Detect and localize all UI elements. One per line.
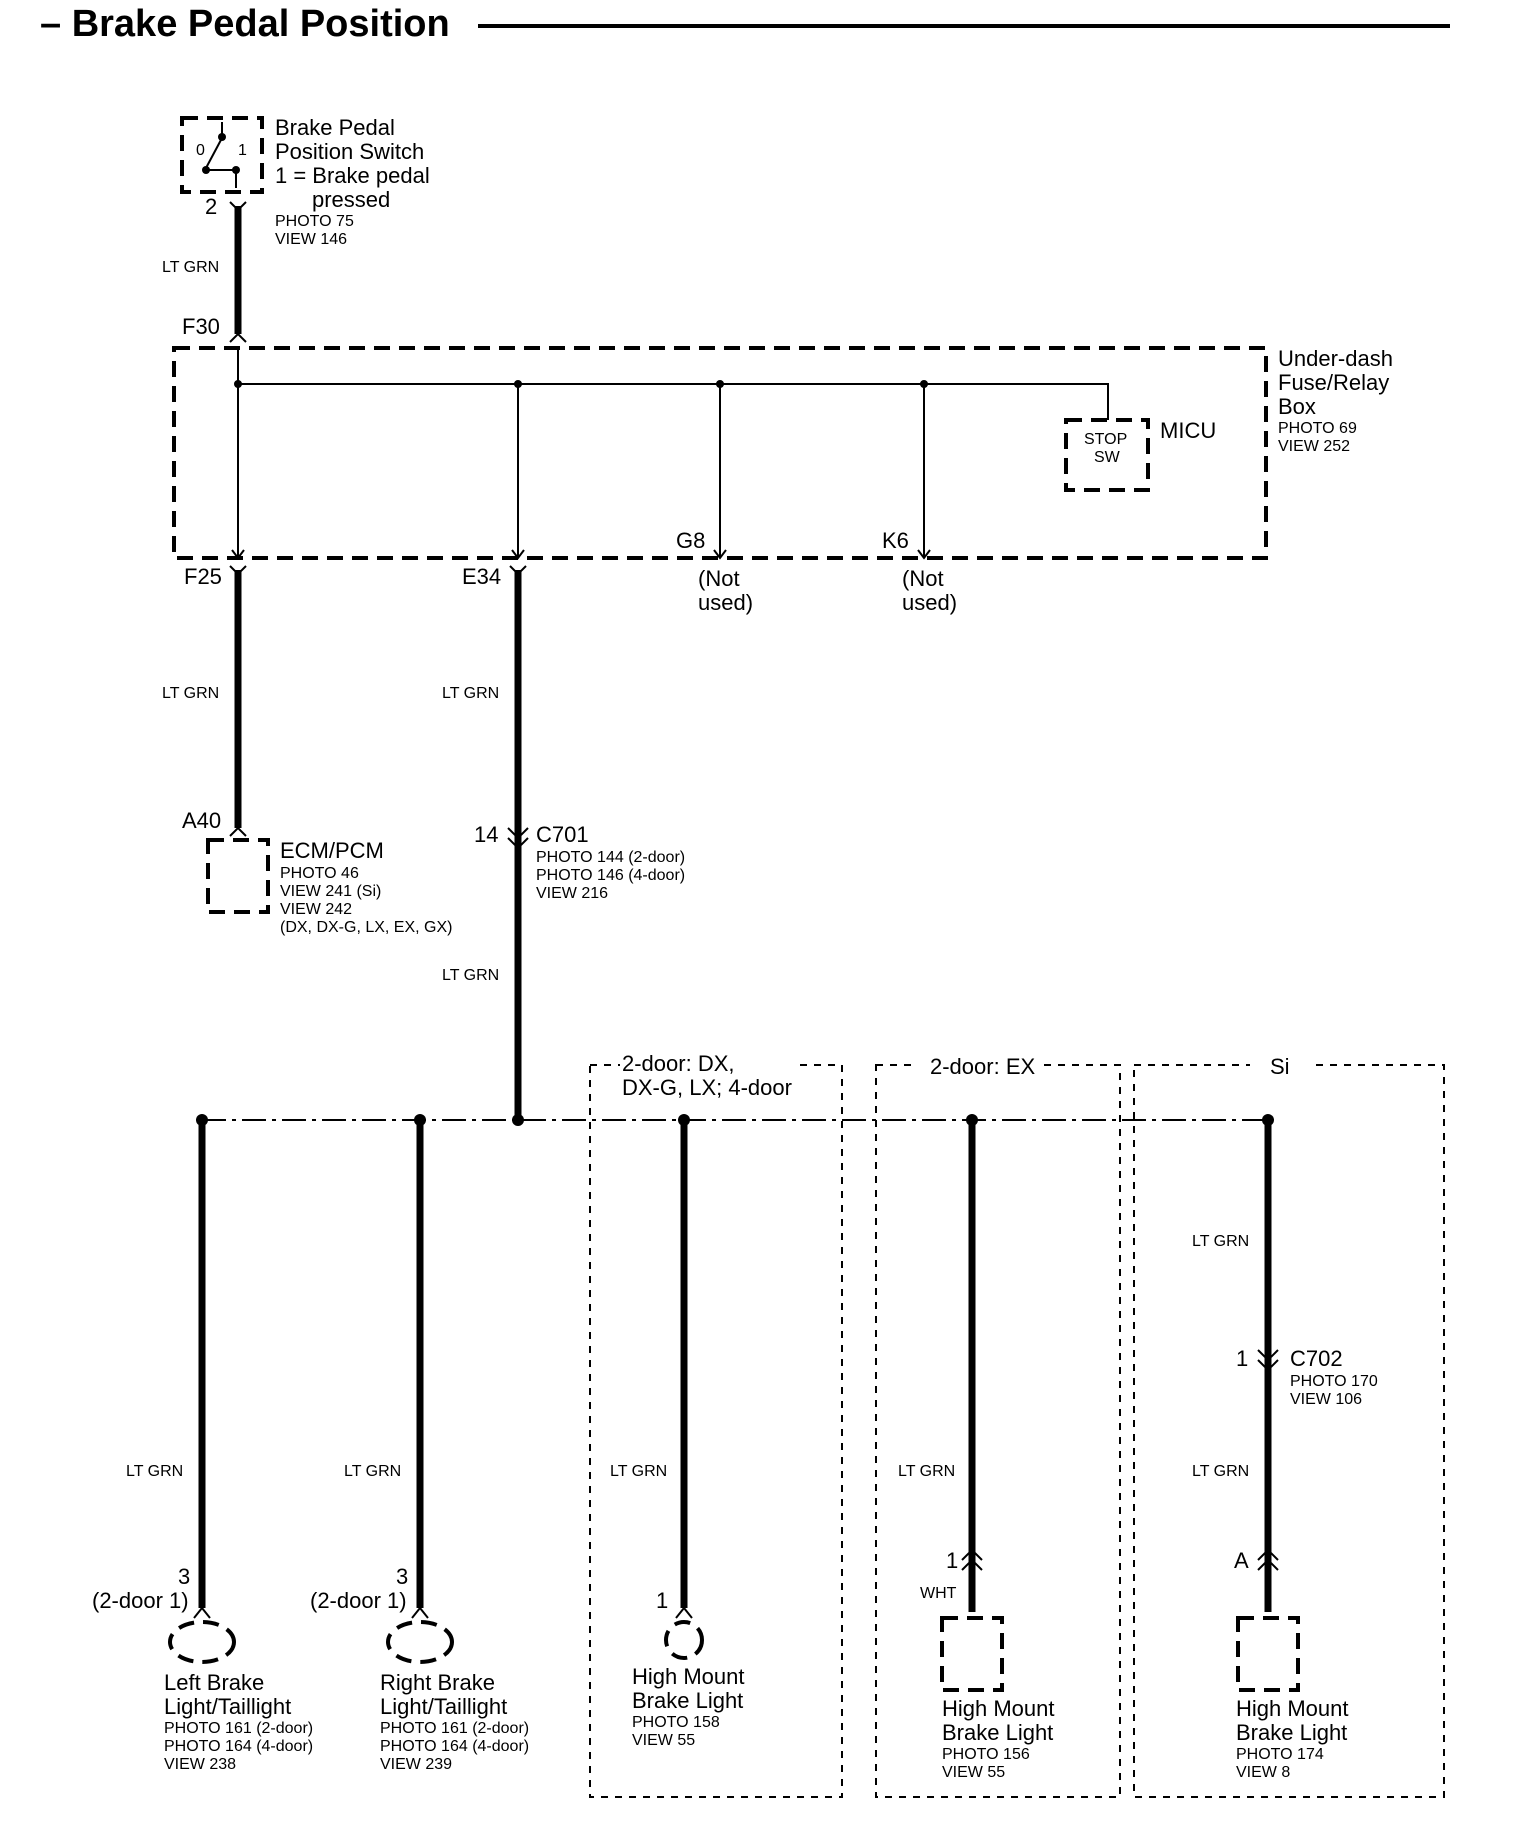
group-box-ex [875, 1064, 1121, 1798]
g8-not-used-1: (Not [698, 566, 740, 591]
hm2-box [940, 1616, 1004, 1692]
group-si-label: Si [1270, 1054, 1290, 1079]
hm3-photo: PHOTO 174 [1236, 1746, 1324, 1763]
ecm-name: ECM/PCM [280, 838, 384, 863]
page-title: – Brake Pedal Position [40, 3, 450, 45]
fuse-input-pin: F30 [182, 314, 220, 339]
wire-color-si-1: LT GRN [1192, 1233, 1249, 1250]
ecm-view-2: VIEW 242 [280, 901, 352, 918]
switch-note-2: pressed [312, 187, 390, 212]
left-photo-2: PHOTO 164 (4-door) [164, 1738, 313, 1755]
fuse-box-view: VIEW 252 [1278, 438, 1350, 455]
switch-note-1: 1 = Brake pedal [275, 163, 430, 188]
hm2-name-1: High Mount [942, 1696, 1055, 1721]
fuse-box-name-2: Fuse/Relay [1278, 370, 1389, 395]
switch-name-2: Position Switch [275, 139, 424, 164]
ecm-view-3: (DX, DX-G, LX, EX, GX) [280, 919, 452, 936]
g8-not-used-2: used) [698, 590, 753, 615]
hm2-pin: 1 [946, 1548, 958, 1573]
hm3-name-1: High Mount [1236, 1696, 1349, 1721]
hm1-name-2: Brake Light [632, 1688, 743, 1713]
switch-name-1: Brake Pedal [275, 115, 395, 140]
output-k6: K6 [882, 528, 909, 553]
c701-pin: 14 [474, 822, 498, 847]
wire-color-left: LT GRN [126, 1463, 183, 1480]
micu-stop-1: STOP [1084, 431, 1127, 448]
right-name-2: Light/Taillight [380, 1694, 507, 1719]
output-f25: F25 [184, 564, 222, 589]
wire-color-c701: LT GRN [442, 967, 499, 984]
fuse-box-name-1: Under-dash [1278, 346, 1393, 371]
wire-color-e34: LT GRN [442, 685, 499, 702]
wire-color-right: LT GRN [344, 1463, 401, 1480]
c702-pin: 1 [1236, 1346, 1248, 1371]
wire-color-hm2: LT GRN [898, 1463, 955, 1480]
switch-photo: PHOTO 75 [275, 213, 354, 230]
wire-color-hm1: LT GRN [610, 1463, 667, 1480]
hm3-name-2: Brake Light [1236, 1720, 1347, 1745]
output-g8: G8 [676, 528, 705, 553]
left-brake-light-bulb [168, 1620, 236, 1664]
left-pin-alt: (2-door 1) [92, 1588, 189, 1613]
ecm-pin: A40 [182, 808, 221, 833]
ecm-view-1: VIEW 241 (Si) [280, 883, 381, 900]
hm2-photo: PHOTO 156 [942, 1746, 1030, 1763]
group-dx-label-2: DX-G, LX; 4-door [622, 1075, 792, 1100]
right-name-1: Right Brake [380, 1670, 495, 1695]
group-ex-label: 2-door: EX [930, 1054, 1035, 1079]
right-view: VIEW 239 [380, 1756, 452, 1773]
switch-view: VIEW 146 [275, 231, 347, 248]
fuse-box-photo: PHOTO 69 [1278, 420, 1357, 437]
left-name-1: Left Brake [164, 1670, 264, 1695]
micu-stop-sw [1064, 418, 1150, 492]
right-photo-2: PHOTO 164 (4-door) [380, 1738, 529, 1755]
c701-photo-1: PHOTO 144 (2-door) [536, 849, 685, 866]
ecm-photo: PHOTO 46 [280, 865, 359, 882]
k6-not-used-1: (Not [902, 566, 944, 591]
hm1-photo: PHOTO 158 [632, 1714, 720, 1731]
right-pin-alt: (2-door 1) [310, 1588, 407, 1613]
c702-photo: PHOTO 170 [1290, 1373, 1378, 1390]
hm2-wht: WHT [920, 1585, 957, 1602]
left-pin: 3 [178, 1564, 190, 1589]
right-photo-1: PHOTO 161 (2-door) [380, 1720, 529, 1737]
switch-pin: 2 [205, 194, 217, 219]
hm1-bulb [664, 1620, 704, 1660]
hm3-view: VIEW 8 [1236, 1764, 1290, 1781]
hm2-view: VIEW 55 [942, 1764, 1005, 1781]
wire-color-switch: LT GRN [162, 259, 219, 276]
group-dx-label-1: 2-door: DX, [622, 1051, 735, 1076]
switch-state-1: 1 [238, 142, 247, 159]
wire-color-f25: LT GRN [162, 685, 219, 702]
wire-color-si-2: LT GRN [1192, 1463, 1249, 1480]
right-pin: 3 [396, 1564, 408, 1589]
switch-state-0: 0 [196, 142, 205, 159]
micu-stop-2: SW [1094, 449, 1121, 466]
c701-name: C701 [536, 822, 589, 847]
fuse-box-name-3: Box [1278, 394, 1316, 419]
output-e34: E34 [462, 564, 501, 589]
ecm-pcm-box [206, 838, 270, 914]
brake-pedal-position-switch: 0 1 [180, 116, 264, 194]
hm2-name-2: Brake Light [942, 1720, 1053, 1745]
left-name-2: Light/Taillight [164, 1694, 291, 1719]
left-photo-1: PHOTO 161 (2-door) [164, 1720, 313, 1737]
group-box-si [1133, 1064, 1445, 1798]
micu-label: MICU [1160, 418, 1216, 443]
hm1-view: VIEW 55 [632, 1732, 695, 1749]
hm1-pin: 1 [656, 1588, 668, 1613]
hm3-box [1236, 1616, 1300, 1692]
c702-view: VIEW 106 [1290, 1391, 1362, 1408]
right-brake-light-bulb [386, 1620, 454, 1664]
c701-view: VIEW 216 [536, 885, 608, 902]
k6-not-used-2: used) [902, 590, 957, 615]
hm3-pin: A [1234, 1548, 1249, 1573]
c701-photo-2: PHOTO 146 (4-door) [536, 867, 685, 884]
left-view: VIEW 238 [164, 1756, 236, 1773]
c702-name: C702 [1290, 1346, 1343, 1371]
hm1-name-1: High Mount [632, 1664, 745, 1689]
